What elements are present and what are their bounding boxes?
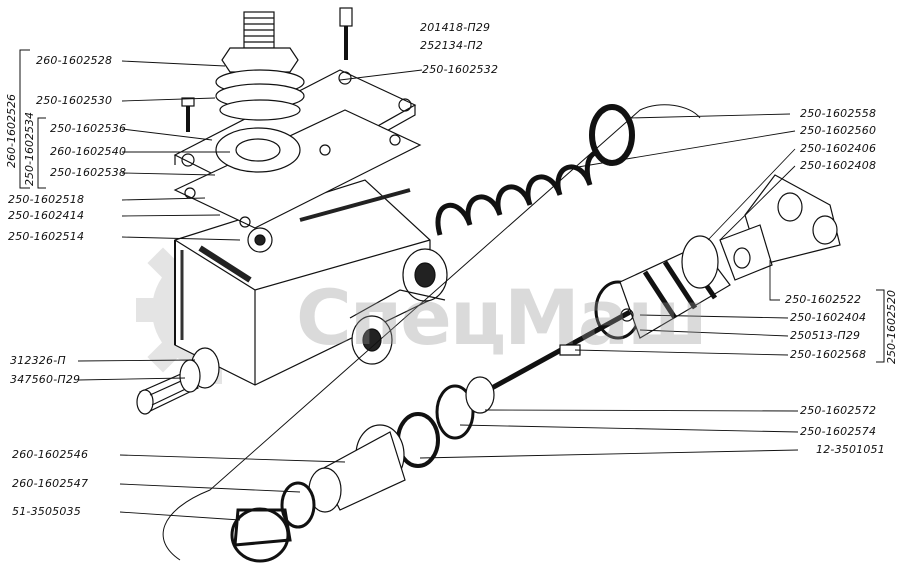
watermark-text: СпецМаш	[296, 273, 708, 362]
label-2536: 250-1602536	[50, 122, 127, 135]
label-top-2: 252134-П2	[420, 39, 484, 52]
label-2538: 250-1602538	[50, 166, 127, 179]
label-2540: 260-1602540	[50, 145, 127, 158]
outlet-fitting	[136, 347, 220, 415]
group-label-right: 250-1602520	[885, 290, 898, 364]
group-label-outer-left: 260-1602526	[5, 94, 18, 168]
label-2574: 250-1602574	[800, 425, 877, 438]
label-3505035: 51-3505035	[12, 505, 81, 518]
label-2528: 260-1602528	[36, 54, 113, 67]
label-top-1: 201418-П29	[420, 21, 491, 34]
label-312326: 312326-П	[10, 354, 66, 367]
label-2414: 250-1602414	[8, 209, 85, 222]
push-rod	[468, 309, 632, 403]
drawing-linework	[19, 7, 885, 563]
label-2530: 250-1602530	[36, 94, 113, 107]
return-spring	[435, 104, 635, 236]
group-label-inner-left: 250-1602534	[23, 112, 36, 186]
label-2568: 250-1602568	[790, 348, 867, 361]
label-2522: 250-1602522	[785, 293, 862, 306]
group-brackets	[19, 49, 885, 363]
label-2518: 250-1602518	[8, 193, 85, 206]
label-2408: 250-1602408	[800, 159, 877, 172]
label-2532: 250-1602532	[422, 63, 499, 76]
label-2572: 250-1602572	[800, 404, 877, 417]
label-3501051: 12-3501051	[816, 443, 885, 456]
label-2514: 250-1602514	[8, 230, 85, 243]
cylinder-body	[174, 179, 448, 386]
label-347560: 347560-П29	[10, 373, 81, 386]
label-2546: 260-1602546	[12, 448, 89, 461]
label-2560: 250-1602560	[800, 124, 877, 137]
lower-parts	[230, 376, 495, 563]
leader-lines	[77, 60, 799, 521]
label-2406: 250-1602406	[800, 142, 877, 155]
valve-assembly	[181, 7, 353, 173]
label-2558: 250-1602558	[800, 107, 877, 120]
label-2547: 260-1602547	[12, 477, 89, 490]
centerline	[162, 104, 701, 561]
label-2404: 250-1602404	[790, 311, 867, 324]
label-250513: 250513-П29	[790, 329, 861, 342]
clevis-fork	[719, 174, 841, 281]
